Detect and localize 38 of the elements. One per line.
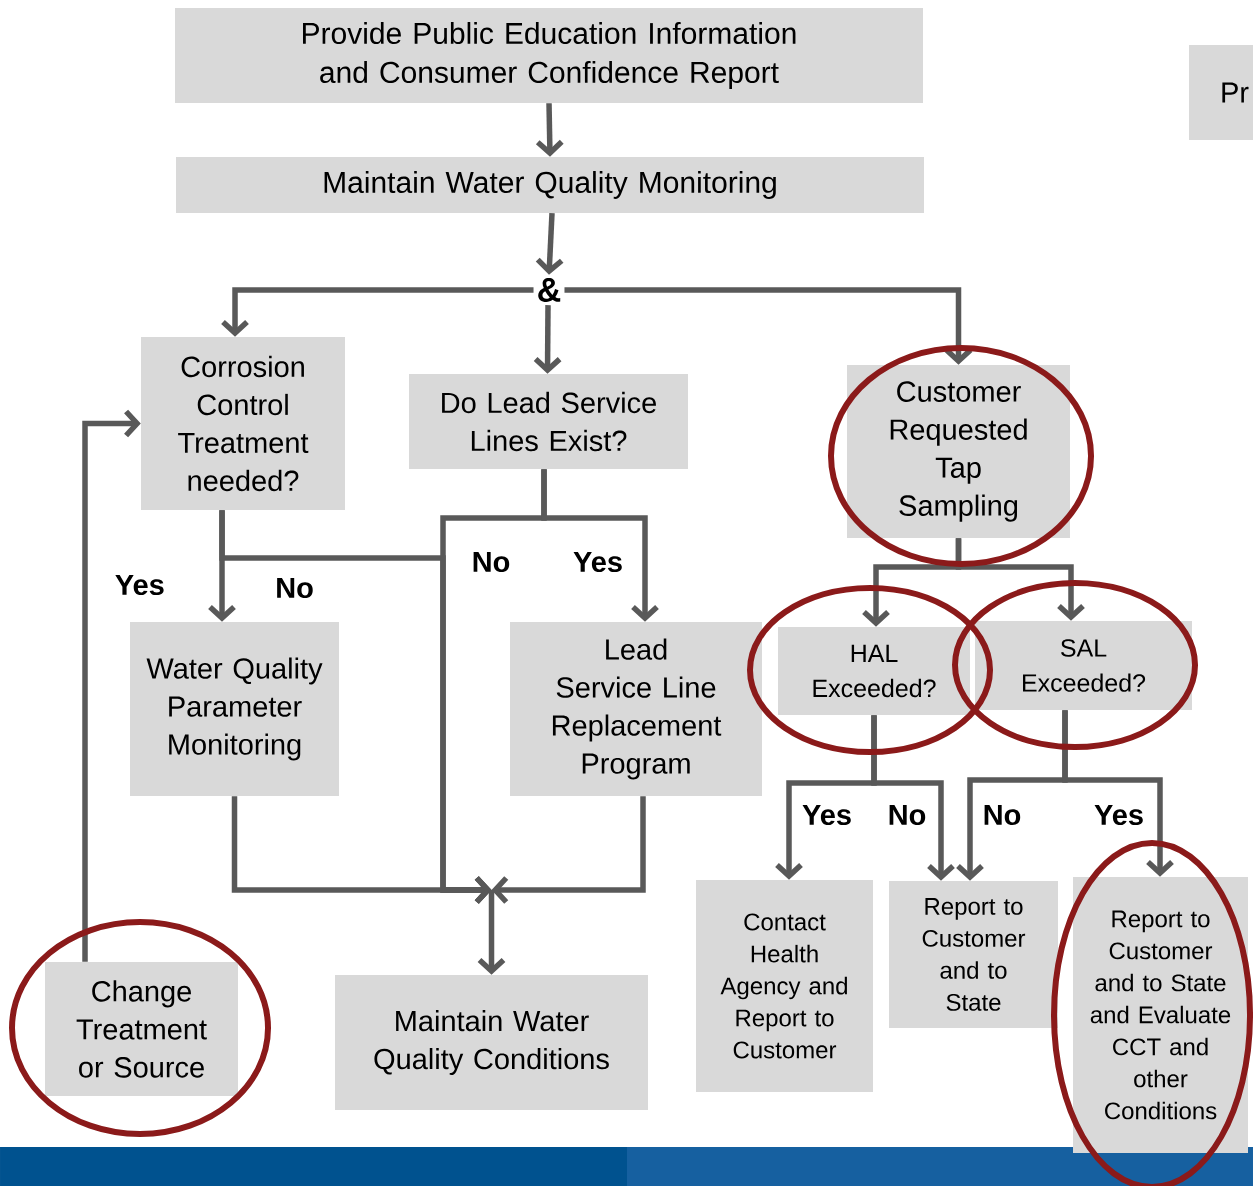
edge-label: Yes (801, 803, 853, 827)
edge-label: Yes (1093, 803, 1145, 827)
arrow (231, 796, 492, 904)
arrow (535, 213, 564, 275)
arrow (541, 469, 659, 622)
arrow (564, 287, 973, 365)
process-box: Maintain Water Quality Conditions (335, 975, 648, 1110)
node-label: HAL Exceeded? (813, 644, 936, 698)
process-box: Report to Customer and to State (889, 881, 1058, 1028)
edge-label: Yes (113, 573, 166, 597)
process-box: HAL Exceeded? (778, 627, 970, 715)
arrow (82, 409, 141, 962)
process-box: Customer Requested Tap Sampling (847, 365, 1070, 538)
process-box: Pr (1189, 45, 1253, 140)
process-box: SAL Exceeded? (975, 621, 1192, 710)
process-box: Report to Customer and to State and Evaluate CCT and other Conditions (1073, 877, 1248, 1153)
process-box: Maintain Water Quality Monitoring (176, 157, 924, 213)
arrow (533, 305, 562, 374)
edge-label: No (981, 803, 1023, 827)
process-box: Provide Public Education Information and Consumer Confidence Report (175, 8, 923, 103)
arrow (477, 890, 506, 975)
edge-label: No (274, 576, 315, 600)
junction-symbol: & (538, 278, 561, 302)
process-box: Corrosion Control Treatment needed? (141, 337, 345, 510)
arrow (955, 538, 1085, 621)
arrow (871, 715, 955, 881)
process-box: Do Lead Service Lines Exist? (409, 374, 688, 469)
process-box: Change Treatment or Source (45, 962, 238, 1096)
edge-label: Yes (572, 550, 624, 574)
process-box: Contact Health Agency and Report to Customer (696, 880, 873, 1092)
edge-label: No (886, 803, 928, 827)
process-box: Water Quality Parameter Monitoring (130, 622, 339, 796)
arrow (535, 103, 564, 157)
arrow (221, 287, 534, 337)
arrow (491, 796, 646, 904)
arrow (1062, 710, 1174, 877)
edge-label: No (470, 550, 512, 574)
process-box: Lead Service Line Replacement Program (510, 622, 762, 796)
